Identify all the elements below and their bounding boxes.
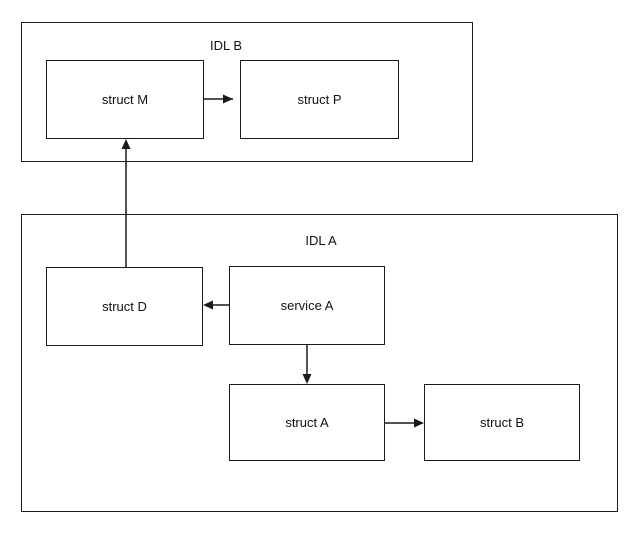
- node-struct-p[interactable]: struct P: [240, 60, 399, 139]
- node-label-struct-p: struct P: [297, 91, 342, 107]
- node-struct-b[interactable]: struct B: [424, 384, 580, 461]
- node-label-struct-b: struct B: [479, 414, 525, 430]
- group-box-idl-a[interactable]: [21, 214, 618, 512]
- node-label-struct-m: struct M: [101, 91, 149, 107]
- node-label-struct-d: struct D: [102, 298, 147, 314]
- node-struct-m[interactable]: struct M: [46, 60, 204, 139]
- group-label-idl-b: IDL B: [209, 38, 243, 53]
- node-service-a[interactable]: service A: [229, 266, 385, 345]
- node-struct-a[interactable]: struct A: [229, 384, 385, 461]
- group-label-idl-a: IDL A: [305, 233, 337, 248]
- node-label-service-a: service A: [280, 297, 334, 313]
- node-label-struct-a: struct A: [285, 414, 329, 430]
- node-struct-d[interactable]: struct D: [46, 267, 203, 346]
